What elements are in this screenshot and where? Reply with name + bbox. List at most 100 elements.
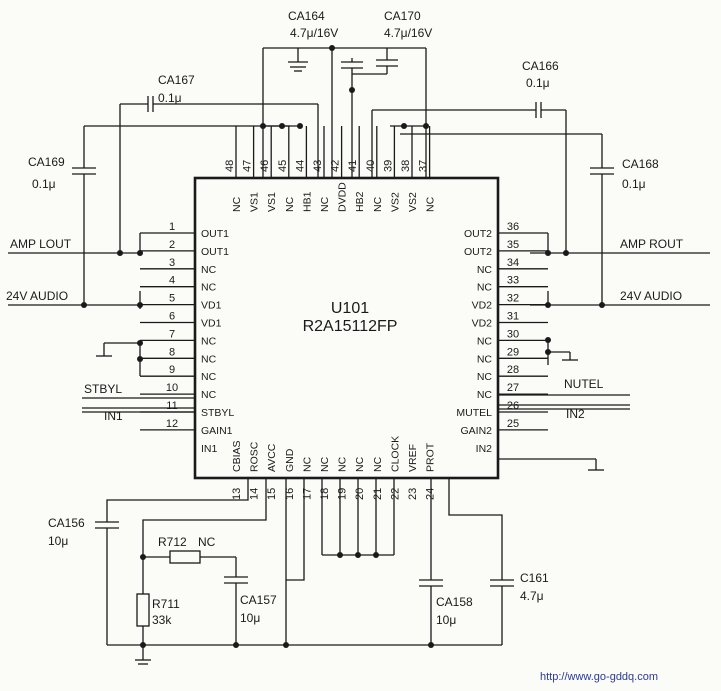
pin-name: NC bbox=[425, 196, 437, 212]
pin-name: VS1 bbox=[249, 192, 261, 212]
pin-name: NC bbox=[201, 353, 217, 365]
ca164-ref: CA164 bbox=[288, 9, 325, 23]
r712-value: NC bbox=[198, 535, 216, 549]
pin-number: 46 bbox=[259, 160, 271, 172]
pin-name: IN1 bbox=[201, 443, 218, 455]
pin-number: 41 bbox=[347, 160, 359, 172]
pin-name: VS1 bbox=[266, 192, 278, 212]
pin-name: AVCC bbox=[266, 443, 278, 472]
pin-number: 11 bbox=[166, 400, 177, 412]
pin-number: 39 bbox=[382, 160, 394, 172]
pin-name: NC bbox=[301, 456, 313, 472]
pin-number: 38 bbox=[400, 160, 412, 172]
pin-name: VD2 bbox=[472, 300, 493, 312]
pin-number: 17 bbox=[301, 488, 313, 500]
pin-number: 23 bbox=[407, 488, 419, 500]
pin-name: HB1 bbox=[301, 191, 313, 212]
pin-number: 37 bbox=[418, 160, 430, 172]
r711-value: 33k bbox=[152, 613, 172, 627]
ca167-ref: CA167 bbox=[158, 73, 195, 87]
pin-name: CBIAS bbox=[231, 440, 243, 472]
pin-name: CLOCK bbox=[389, 436, 401, 472]
c161-value: 4.7μ bbox=[520, 589, 544, 603]
pin-number: 27 bbox=[507, 382, 519, 394]
pin-group-right: 36OUT235OUT234NC33NC32VD231VD230NC29NC28… bbox=[456, 221, 548, 455]
pin-name: HB2 bbox=[354, 191, 366, 212]
pin-name: NC bbox=[201, 335, 217, 347]
top-wiring bbox=[72, 47, 614, 305]
top-junctions bbox=[260, 45, 429, 129]
ca170-value: 4.7μ/16V bbox=[384, 26, 432, 40]
pin-name: OUT1 bbox=[201, 228, 229, 240]
ca158-value: 10μ bbox=[436, 613, 456, 627]
pin-number: 14 bbox=[249, 488, 261, 500]
pin-name: NC bbox=[201, 371, 217, 383]
pin-number: 35 bbox=[507, 239, 519, 251]
pin-name: GND bbox=[284, 448, 296, 472]
right-wiring bbox=[498, 233, 710, 471]
pin-name: NC bbox=[201, 389, 217, 401]
pin-name: NC bbox=[477, 371, 493, 383]
pin-name: MUTEL bbox=[456, 407, 492, 419]
c161-ref: C161 bbox=[520, 571, 549, 585]
pin-number: 15 bbox=[266, 488, 278, 500]
pin-number: 31 bbox=[507, 311, 519, 323]
pin-number: 8 bbox=[169, 346, 175, 358]
pin-name: NC bbox=[201, 264, 217, 276]
pin-number: 2 bbox=[169, 239, 175, 251]
net-stbyl: STBYL bbox=[84, 382, 122, 396]
pin-name: IN2 bbox=[476, 443, 493, 455]
pin-name: NC bbox=[201, 282, 217, 294]
pin-name: VD1 bbox=[201, 300, 222, 312]
pin-number: 18 bbox=[319, 488, 331, 500]
pin-number: 9 bbox=[169, 364, 175, 376]
pin-number: 12 bbox=[166, 418, 178, 430]
pin-group-bottom: 13CBIAS14ROSC15AVCC16GND17NC18NC19NC20NC… bbox=[231, 436, 437, 500]
net-nutel: NUTEL bbox=[564, 377, 604, 391]
pin-number: 28 bbox=[507, 364, 519, 376]
right-junctions bbox=[545, 250, 605, 355]
pin-number: 25 bbox=[507, 418, 519, 430]
pin-number: 34 bbox=[507, 257, 519, 269]
ca157-value: 10μ bbox=[240, 611, 260, 625]
pin-number: 19 bbox=[337, 488, 349, 500]
pin-name: OUT1 bbox=[201, 246, 229, 258]
pin-number: 4 bbox=[169, 275, 175, 287]
r711-ref: R711 bbox=[152, 597, 180, 611]
ca156-ref: CA156 bbox=[48, 516, 85, 530]
pin-number: 36 bbox=[507, 221, 519, 233]
ca166-value: 0.1μ bbox=[526, 76, 550, 90]
pin-name: VD1 bbox=[201, 318, 222, 330]
pin-number: 29 bbox=[507, 346, 519, 358]
pin-name: VD2 bbox=[472, 318, 493, 330]
bottom-wiring bbox=[95, 478, 514, 665]
pin-name: NC bbox=[284, 196, 296, 212]
pin-name: NC bbox=[477, 335, 493, 347]
ca168-value: 0.1μ bbox=[622, 177, 646, 191]
pin-number: 33 bbox=[507, 275, 519, 287]
r712-ref: R712 bbox=[158, 535, 187, 549]
net-amp-rout: AMP ROUT bbox=[620, 237, 684, 251]
pin-number: 32 bbox=[507, 293, 519, 305]
pin-name: GAIN1 bbox=[201, 425, 233, 437]
pin-number: 45 bbox=[277, 160, 289, 172]
net-in2: IN2 bbox=[566, 407, 585, 421]
pin-number: 21 bbox=[372, 488, 384, 500]
pin-name: OUT2 bbox=[464, 246, 492, 258]
pin-name: PROT bbox=[425, 442, 437, 472]
pin-number: 20 bbox=[354, 488, 366, 500]
pin-name: OUT2 bbox=[464, 228, 492, 240]
pin-number: 1 bbox=[169, 221, 175, 233]
ca156-value: 10μ bbox=[48, 534, 68, 548]
ca167-value: 0.1μ bbox=[158, 91, 182, 105]
left-junctions bbox=[81, 250, 143, 362]
pin-number: 13 bbox=[231, 488, 243, 500]
pin-name: NC bbox=[354, 456, 366, 472]
pin-number: 40 bbox=[365, 160, 377, 172]
pin-name: VS2 bbox=[389, 192, 401, 212]
ca158-ref: CA158 bbox=[436, 595, 473, 609]
pin-number: 5 bbox=[169, 293, 175, 305]
bottom-junctions bbox=[140, 552, 434, 648]
ca157-ref: CA157 bbox=[240, 593, 277, 607]
